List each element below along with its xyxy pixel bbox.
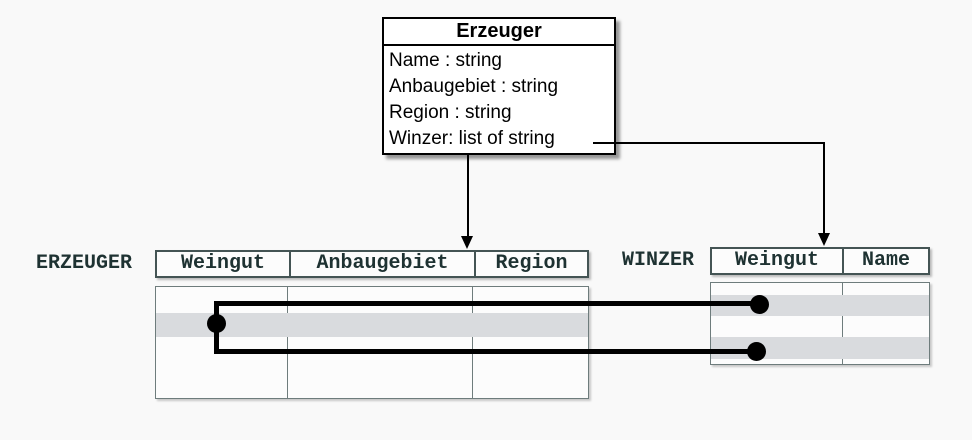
link-dot-winzer-row-1 <box>750 295 769 314</box>
winzer-table-header: Weingut Name <box>710 247 930 275</box>
erzeuger-col-anbaugebiet: Anbaugebiet <box>289 252 474 276</box>
link-line-bottom <box>214 349 757 354</box>
attribute-region: Region : string <box>389 102 512 123</box>
arrow-down-icon <box>818 233 830 246</box>
arrow-line-winzer-vertical <box>823 142 825 233</box>
link-dot-erzeuger-row <box>207 314 226 333</box>
winzer-column-divider <box>842 283 843 364</box>
class-box-erzeuger: Erzeuger Name : string Anbaugebiet : str… <box>382 17 616 155</box>
link-line-top <box>214 301 760 306</box>
class-box-title: Erzeuger <box>384 19 614 46</box>
erzeuger-col-region: Region <box>474 252 587 276</box>
erzeuger-highlighted-row <box>156 313 588 337</box>
arrow-down-icon <box>461 236 473 249</box>
erzeuger-column-divider <box>287 287 288 398</box>
winzer-col-weingut: Weingut <box>734 249 819 272</box>
link-dot-winzer-row-2 <box>747 342 766 361</box>
erzeuger-table-header: Weingut Anbaugebiet Region <box>155 250 589 278</box>
erzeuger-table-label: ERZEUGER <box>36 252 133 275</box>
winzer-highlighted-row-2 <box>711 337 929 359</box>
arrow-line-classbox-to-erzeuger <box>467 155 469 236</box>
class-box-attribute-list: Name : string Anbaugebiet : string Regio… <box>384 46 614 152</box>
winzer-table-label: WINZER <box>622 249 695 272</box>
attribute-name: Name : string <box>389 50 502 71</box>
erzeuger-column-divider <box>472 287 473 398</box>
erzeuger-col-weingut: Weingut <box>180 252 265 275</box>
attribute-winzer: Winzer: list of string <box>389 128 555 149</box>
winzer-col-name: Name <box>842 249 928 273</box>
attribute-anbaugebiet: Anbaugebiet : string <box>389 76 559 97</box>
arrow-line-winzer-horizontal <box>593 142 825 144</box>
